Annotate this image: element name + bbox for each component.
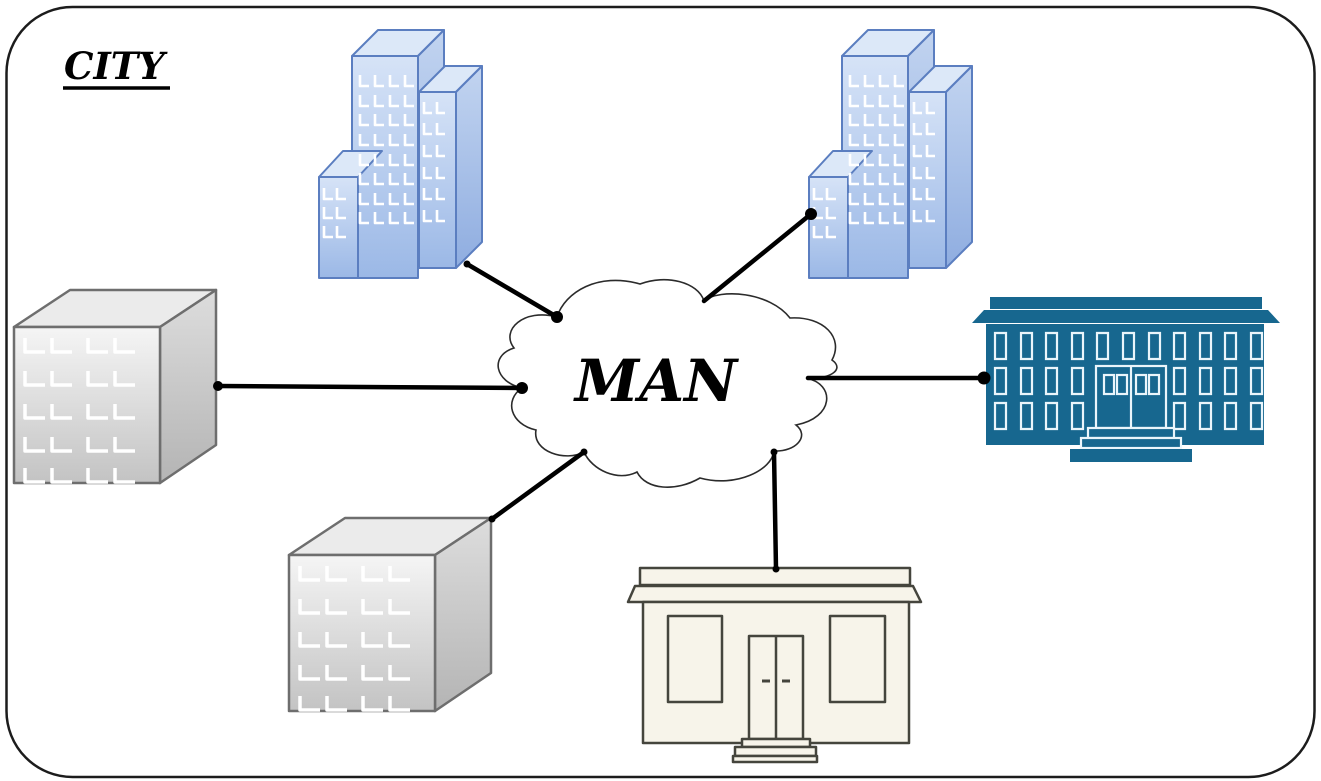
link-cloud-to-skyscrapers-top-right: [701, 211, 814, 304]
cube-building-icon-left: [12, 288, 218, 485]
cube-building-icon-bottom-left: [287, 516, 493, 713]
civic-building-icon: [972, 297, 1280, 462]
house-icon: [626, 566, 923, 764]
house-window-left: [666, 614, 724, 704]
civic-door: [1079, 364, 1183, 450]
house-door: [747, 634, 805, 741]
link-cloud-to-cube-left: [215, 383, 525, 391]
cloud-icon: [497, 278, 838, 488]
cloud-label: MAN: [573, 347, 739, 415]
region-label: CITY: [64, 44, 168, 88]
skyscrapers-icon-top-right: [807, 28, 974, 280]
link-cloud-to-house: [771, 449, 779, 572]
man-cloud: MAN: [497, 278, 838, 488]
city-boundary-border: [5, 5, 1316, 779]
skyscrapers-icon-top-left: [317, 28, 484, 280]
house-window-right: [828, 614, 887, 704]
link-cloud-to-skyscrapers-top-left: [464, 261, 560, 320]
link-cloud-to-cube-bottom-left: [489, 449, 587, 522]
connection-lines: [215, 211, 987, 572]
connection-dots: [213, 208, 991, 573]
